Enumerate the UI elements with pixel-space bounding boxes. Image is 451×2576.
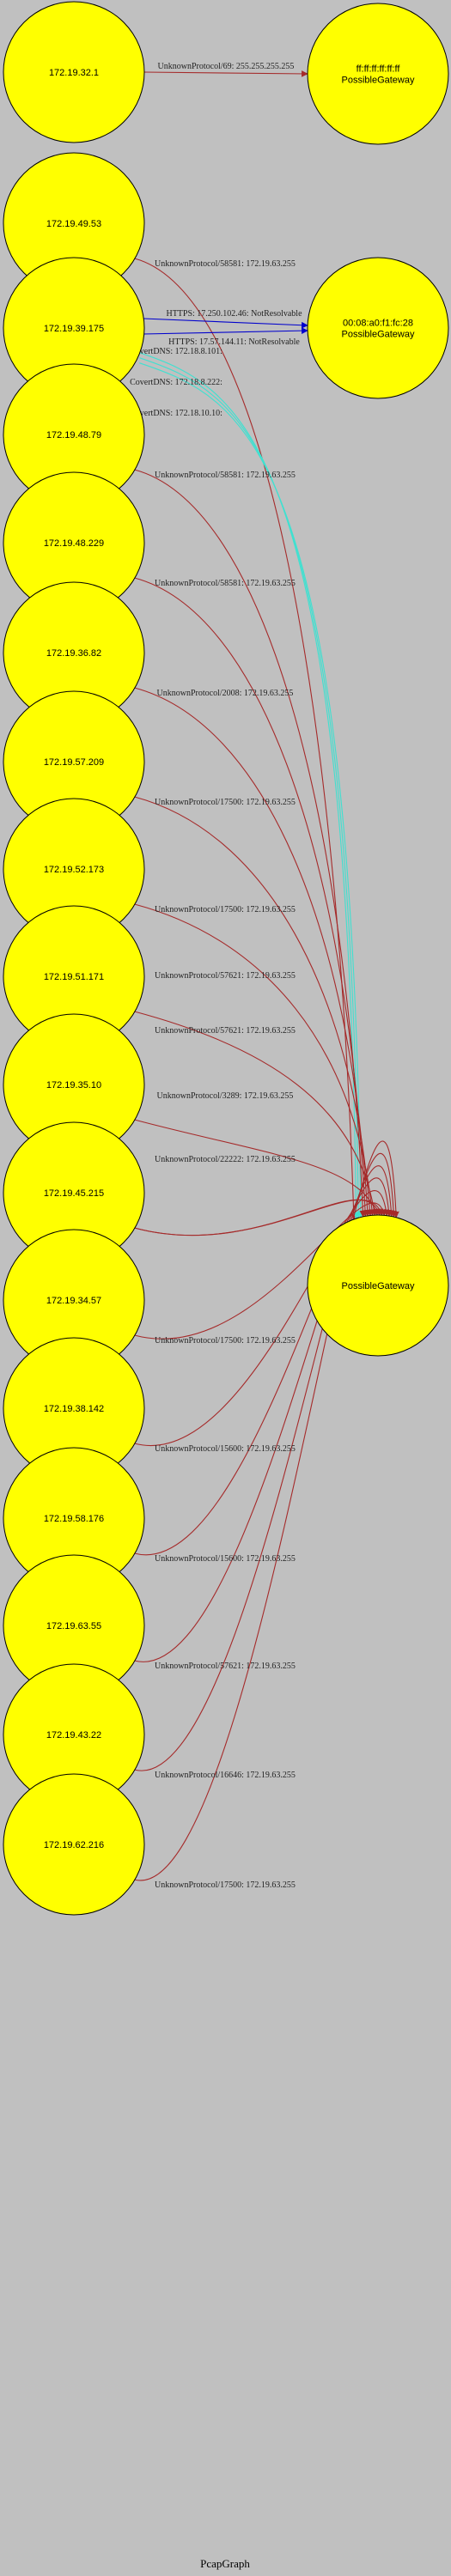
- edge-label: UnknownProtocol/58581: 172.19.63.255: [155, 259, 296, 269]
- node-label: 172.19.62.216: [44, 1840, 104, 1850]
- edge-label: UnknownProtocol/17500: 172.19.63.255: [155, 798, 296, 807]
- edge-dns-6: [139, 362, 364, 1218]
- edge-label: UnknownProtocol/17500: 172.19.63.255: [155, 1336, 296, 1346]
- edge-label: UnknownProtocol/17500: 172.19.63.255: [155, 1880, 296, 1890]
- node-circle: [307, 1214, 449, 1357]
- host-node: 172.19.63.55: [3, 1554, 145, 1697]
- node-label: 172.19.36.82: [46, 648, 101, 659]
- edge-https-2: [143, 318, 308, 329]
- node-label: 172.19.39.175: [44, 324, 104, 334]
- node-label: 00:08:a0:f1:fc:28: [343, 319, 413, 329]
- edge-unknown-16: [134, 1202, 387, 1340]
- edge-unknown-1: [134, 258, 357, 1220]
- edge-label: HTTPS: 17.250.102.46: NotResolvable: [166, 309, 302, 319]
- edge-unknown-11: [134, 903, 375, 1217]
- edge-unknown-8: [134, 577, 369, 1218]
- edge-label: UnknownProtocol/57621: 172.19.63.255: [155, 1662, 296, 1671]
- edge-unknown-13: [134, 1119, 379, 1216]
- node-label: 172.19.35.10: [46, 1080, 101, 1091]
- node-label: 172.19.48.229: [44, 538, 104, 549]
- edge-unknown-21: [134, 1140, 399, 1881]
- node-label: 172.19.45.215: [44, 1188, 104, 1199]
- edge-label: UnknownProtocol/58581: 172.19.63.255: [155, 579, 296, 588]
- edge-unknown-17: [134, 1189, 390, 1447]
- host-node: 172.19.32.1: [3, 1, 145, 143]
- edge-label: UnknownProtocol/17500: 172.19.63.255: [155, 905, 296, 914]
- edge-unknown-19: [134, 1165, 395, 1662]
- host-node: 172.19.52.173: [3, 798, 145, 940]
- node-circle: [3, 1, 145, 143]
- edge-unknown-15: [134, 1199, 384, 1236]
- host-node: 172.19.49.53: [3, 152, 145, 295]
- node-layer: 172.19.32.1 172.19.49.53 172.19.39.175 172.…: [3, 1, 449, 1916]
- edge-label: UnknownProtocol/22222: 172.19.63.255: [155, 1155, 296, 1164]
- node-label: 172.19.57.209: [44, 757, 104, 768]
- edge-label: HTTPS: 17.57.144.11: NotResolvable: [168, 337, 300, 347]
- edge-label: UnknownProtocol/15600: 172.19.63.255: [155, 1444, 296, 1454]
- node-label: 172.19.34.57: [46, 1296, 101, 1306]
- host-node: 172.19.36.82: [3, 581, 145, 724]
- edge-label: UnknownProtocol/57621: 172.19.63.255: [155, 971, 296, 981]
- edge-unknown-9: [134, 687, 371, 1217]
- node-label: PossibleGateway: [342, 76, 415, 86]
- edge-label: UnknownProtocol/15600: 172.19.63.255: [155, 1554, 296, 1564]
- host-node: 172.19.43.22: [3, 1663, 145, 1806]
- host-node: 172.19.57.209: [3, 690, 145, 833]
- graph-title: PcapGraph: [200, 2557, 250, 2570]
- host-node: 172.19.45.215: [3, 1121, 145, 1264]
- edge-unknown-0: [143, 70, 308, 77]
- edge-https-3: [143, 327, 308, 335]
- node-circle: [3, 1773, 145, 1916]
- edge-label: UnknownProtocol/3289: 172.19.63.255: [157, 1091, 294, 1101]
- edge-unknown-18: [134, 1177, 393, 1556]
- edge-label: UnknownProtocol/2008: 172.19.63.255: [157, 689, 294, 698]
- node-label: 172.19.48.79: [46, 430, 101, 440]
- edge-layer: [134, 70, 399, 1881]
- node-label: 172.19.49.53: [46, 219, 101, 229]
- edge-label: CovertDNS: 172.18.10.10:: [130, 409, 222, 418]
- edge-unknown-20: [134, 1152, 397, 1771]
- node-circle: [307, 3, 449, 145]
- gateway-node: PossibleGateway: [307, 1214, 449, 1357]
- edge-unknown-12: [134, 1011, 378, 1216]
- edge-label: UnknownProtocol/69: 255.255.255.255: [158, 62, 295, 71]
- node-label: PossibleGateway: [342, 1281, 415, 1291]
- edge-unknown-7: [134, 469, 367, 1218]
- node-label: 172.19.63.55: [46, 1621, 101, 1631]
- node-circle: [307, 257, 449, 399]
- node-label: 172.19.58.176: [44, 1514, 104, 1524]
- node-label: 172.19.38.142: [44, 1404, 104, 1414]
- edge-label: UnknownProtocol/16646: 172.19.63.255: [155, 1771, 296, 1780]
- edge-label: CovertDNS: 172.18.8.101:: [130, 347, 222, 356]
- edge-unknown-10: [134, 796, 374, 1217]
- node-label: 172.19.52.173: [44, 865, 104, 875]
- edge-label-layer: UnknownProtocol/69: 255.255.255.255Unkno…: [130, 62, 302, 1890]
- host-node: 172.19.48.229: [3, 471, 145, 614]
- edge-dns-5: [139, 357, 363, 1218]
- edge-label: CovertDNS: 172.18.8.222:: [130, 378, 222, 387]
- node-label: 172.19.32.1: [49, 68, 99, 78]
- host-node: 172.19.48.79: [3, 363, 145, 506]
- edge-label: UnknownProtocol/57621: 172.19.63.255: [155, 1026, 296, 1036]
- host-node: 172.19.62.216: [3, 1773, 145, 1916]
- node-label: ff:ff:ff:ff:ff:ff: [357, 64, 401, 75]
- edge-label: UnknownProtocol/58581: 172.19.63.255: [155, 471, 296, 480]
- node-label: 172.19.43.22: [46, 1730, 101, 1741]
- node-label: PossibleGateway: [342, 330, 415, 340]
- host-node: 172.19.35.10: [3, 1013, 145, 1156]
- node-label: 172.19.51.171: [44, 972, 104, 982]
